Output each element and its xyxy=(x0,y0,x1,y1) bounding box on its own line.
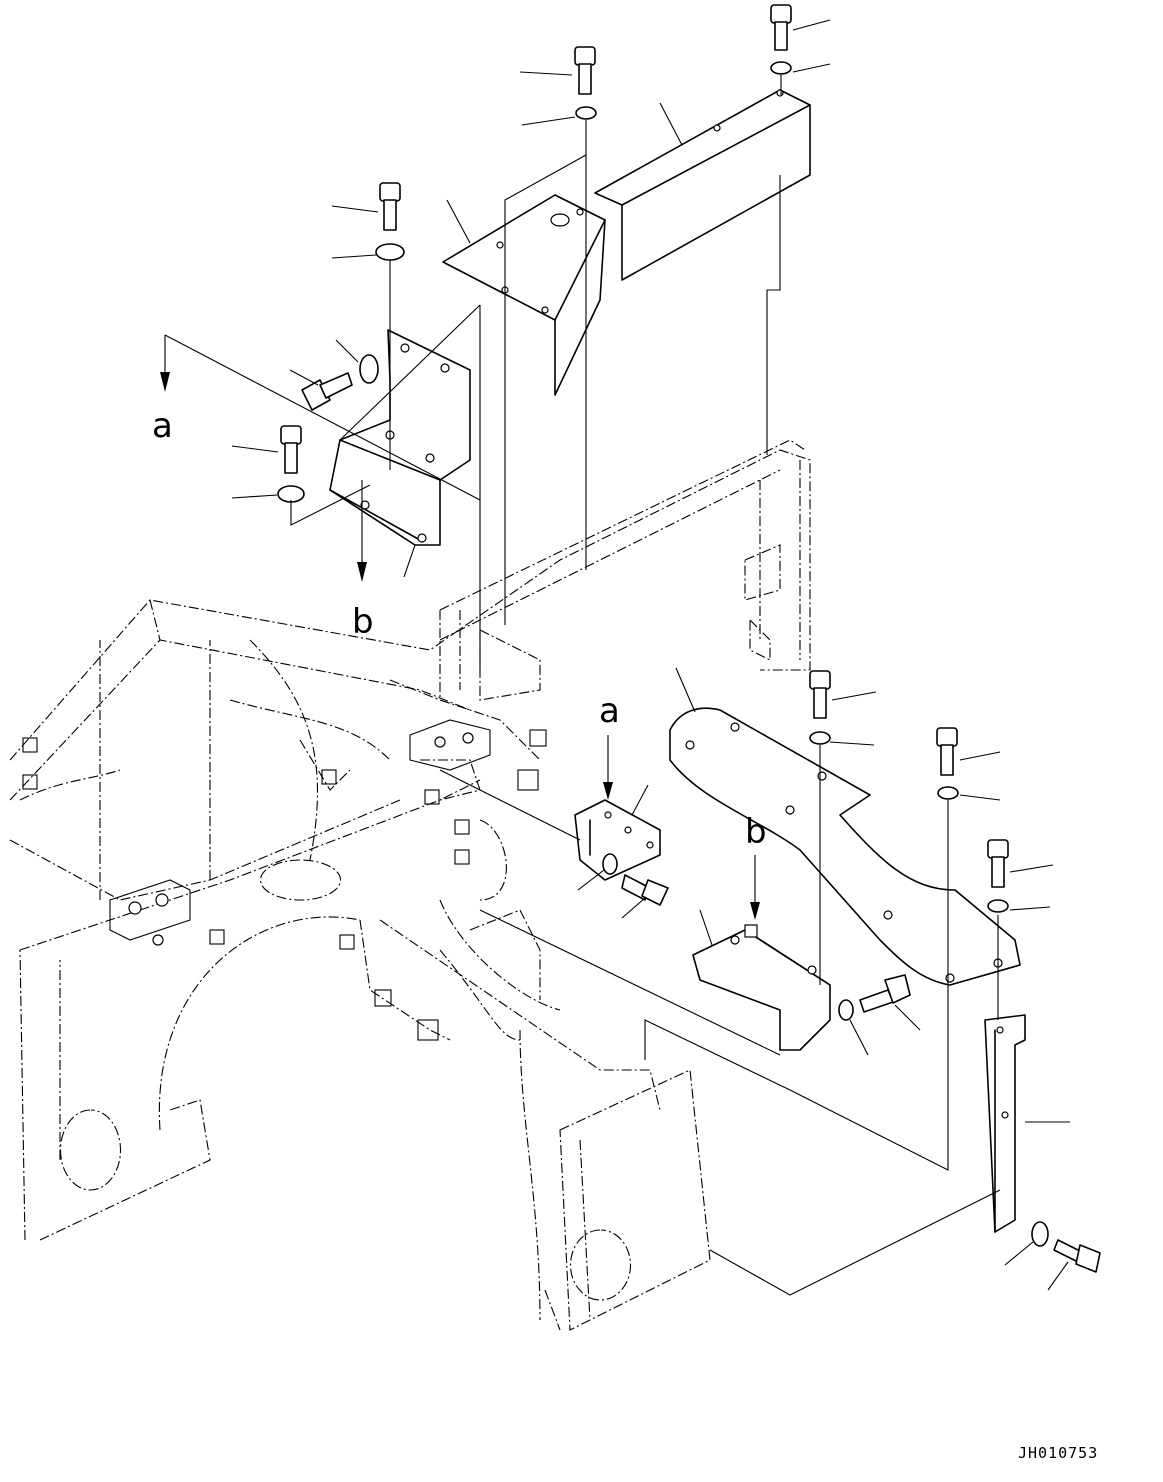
upper-middle-plate xyxy=(442,194,606,396)
washer xyxy=(375,243,405,261)
leader-lines xyxy=(231,19,1070,1291)
bolt xyxy=(809,670,831,719)
vertical-strap xyxy=(984,1014,1026,1233)
frame-lugs xyxy=(22,719,547,1041)
washer xyxy=(575,106,597,120)
bolt xyxy=(280,425,302,474)
bolt xyxy=(987,839,1009,888)
bolt xyxy=(936,727,958,776)
upper-right-cover xyxy=(594,89,811,281)
view-label-a: a xyxy=(152,406,173,446)
drawing-code: JH010753 xyxy=(1018,1444,1098,1462)
washer xyxy=(277,485,305,503)
bolt xyxy=(379,182,401,231)
mid-bracket-a xyxy=(574,799,661,881)
machine-frame xyxy=(9,439,811,1331)
upper-left-bracket xyxy=(329,329,471,546)
washer xyxy=(770,61,792,75)
bolt xyxy=(770,4,792,51)
washer xyxy=(1031,1221,1049,1247)
lower-bracket-b xyxy=(692,924,831,1051)
bolt xyxy=(621,874,669,906)
washer xyxy=(937,786,959,800)
view-label-b: b xyxy=(352,602,374,642)
washer xyxy=(809,731,831,745)
view-arrows xyxy=(160,335,760,920)
view-label-b-mid: b xyxy=(745,812,767,852)
bolts-and-washers xyxy=(277,4,1101,1273)
bolt xyxy=(859,974,911,1013)
washer xyxy=(359,354,379,384)
washer xyxy=(838,999,854,1021)
long-curved-plate xyxy=(669,707,1021,986)
bolt xyxy=(574,46,596,95)
view-label-a-mid: a xyxy=(599,691,620,731)
bolt xyxy=(1053,1239,1101,1273)
assembly-lines xyxy=(164,75,1001,1296)
washer xyxy=(602,853,618,875)
washer xyxy=(987,899,1009,913)
bolt xyxy=(301,372,353,411)
